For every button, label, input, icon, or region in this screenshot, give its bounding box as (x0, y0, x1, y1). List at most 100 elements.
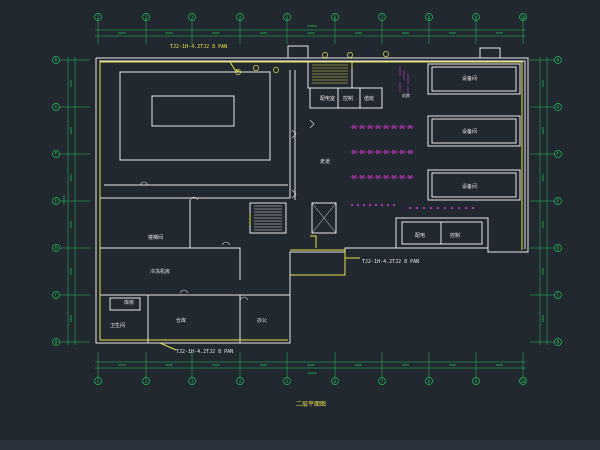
room-store-3: 办公 (257, 317, 267, 324)
axis-bubble-bottom (236, 377, 244, 385)
device-dot (409, 207, 411, 209)
axis-bubble-bottom-label: 10 (521, 379, 526, 384)
dim-text-top: 6000 (260, 31, 267, 35)
dim-text-top: 6000 (449, 31, 456, 35)
axis-bubble-bottom (425, 377, 433, 385)
device-dot (444, 207, 446, 209)
dim-text-right: 6000 (541, 127, 545, 134)
exterior-wall (95, 57, 529, 344)
axis-bubble-top-label: 6 (334, 15, 337, 20)
status-strip (0, 440, 600, 450)
axis-bubble-top-label: 5 (286, 15, 289, 20)
dim-text-left: 6000 (69, 221, 73, 228)
dimension-lines: 6000 6000 6000 6000 6000 6000 6000 6000 6000 6000… (62, 24, 548, 375)
dim-total-top: 54000 (307, 24, 316, 28)
device-dot (393, 204, 395, 206)
device-marker-circle (383, 51, 389, 57)
dim-text-right: 6000 (541, 315, 545, 322)
axis-bubble-bottom (331, 377, 339, 385)
axis-bubble-bottom (472, 377, 480, 385)
dim-text-top: 6000 (307, 31, 314, 35)
device-marker-circle (347, 52, 353, 58)
axis-bubble-bottom (283, 377, 291, 385)
axis-bubble-left (52, 338, 60, 346)
axis-bubble-bottom (188, 377, 196, 385)
equip-room-2-inner (431, 118, 517, 144)
door-swing (189, 196, 199, 201)
door-swing (309, 119, 315, 129)
dim-text-right: 6000 (541, 174, 545, 181)
device-marker-circle (253, 65, 259, 71)
door-swing (239, 296, 249, 301)
dim-text-bottom: 6000 (260, 363, 267, 367)
device-dot (458, 207, 460, 209)
dim-text-bottom: 6000 (212, 363, 219, 367)
axis-bubble-right (554, 56, 562, 64)
axis-bubble-right (554, 150, 562, 158)
dim-text-bottom: 6000 (355, 363, 362, 367)
axis-bubble-bottom (94, 377, 102, 385)
device-dot (416, 207, 418, 209)
roof-box-1 (287, 45, 309, 59)
axis-bubble-right-label: D (557, 246, 560, 251)
shaft-outline (311, 202, 337, 234)
axis-bubble-left (52, 291, 60, 299)
cable-routes (99, 61, 523, 351)
cable-run-perimeter (99, 62, 288, 341)
stair-top-outline (307, 61, 353, 89)
room-store-4: 卫生间 (110, 322, 125, 329)
axis-bubble-bottom-label: 9 (475, 379, 478, 384)
device-marker-circle (235, 69, 241, 75)
room-left-mid: 冷冻机房 (150, 268, 170, 275)
dim-text-left: 6000 (69, 127, 73, 134)
room-right-low-2: 控制 (450, 232, 460, 239)
dim-text-bottom: 6000 (496, 363, 503, 367)
axis-bubble-left-label: F (55, 152, 58, 157)
axis-bubble-top (236, 13, 244, 21)
axis-bubble-bottom-label: 6 (334, 379, 337, 384)
cable-label-right: TJ2-1H-4.2TJ2 8 PAN (362, 259, 419, 265)
wall-h2 (100, 247, 241, 280)
axis-bubble-left (52, 56, 60, 64)
room-right-low-1: 配电 (415, 232, 425, 239)
axis-bubble-top-label: 10 (521, 15, 526, 20)
dim-total-left: 36000 (62, 195, 66, 204)
dim-text-bottom: 6000 (118, 363, 125, 367)
device-dot (451, 207, 453, 209)
room-small-3-outline (359, 87, 383, 109)
dim-text-top: 6000 (165, 31, 172, 35)
dim-total-bottom: 54000 (307, 371, 316, 375)
equip-room-1-outline (427, 63, 521, 95)
dim-text-right: 6000 (541, 80, 545, 87)
axis-bubble-bottom (142, 377, 150, 385)
room-store-2: 仓库 (176, 317, 186, 324)
axis-bubble-right (554, 291, 562, 299)
dim-text-left: 6000 (69, 268, 73, 275)
axis-bubble-top (519, 13, 527, 21)
room-right-low-outline (395, 217, 489, 249)
dim-text-bottom: 6000 (449, 363, 456, 367)
axis-bubble-top-label: 4 (239, 15, 242, 20)
axis-bubble-top-label: 1 (97, 15, 100, 20)
axis-bubble-bottom (519, 377, 527, 385)
equip-room-3-inner (431, 172, 517, 198)
room-top-right: 机房 (402, 92, 410, 98)
door-swing (139, 181, 149, 186)
axis-bubble-left (52, 103, 60, 111)
dim-text-top: 6000 (212, 31, 219, 35)
cable-run-riser (310, 235, 317, 248)
cable-run-loop (290, 249, 346, 276)
device-dot (423, 207, 425, 209)
wall-v-mid (100, 70, 291, 199)
door-swing (291, 189, 297, 199)
room-equip-1: 设备间 (462, 75, 477, 82)
device-dot (375, 204, 377, 206)
dim-text-left: 6000 (69, 174, 73, 181)
device-dot (430, 207, 432, 209)
device-dot (381, 204, 383, 206)
axis-bubble-left-label: E (55, 199, 58, 204)
room-labels: TJ2-1H-4.2TJ2 8 PAN TJ2-1H-4.2TJ2 8 PAN … (110, 44, 477, 408)
axis-bubble-top-label: 7 (381, 15, 384, 20)
floor-plan-walls (95, 45, 529, 344)
